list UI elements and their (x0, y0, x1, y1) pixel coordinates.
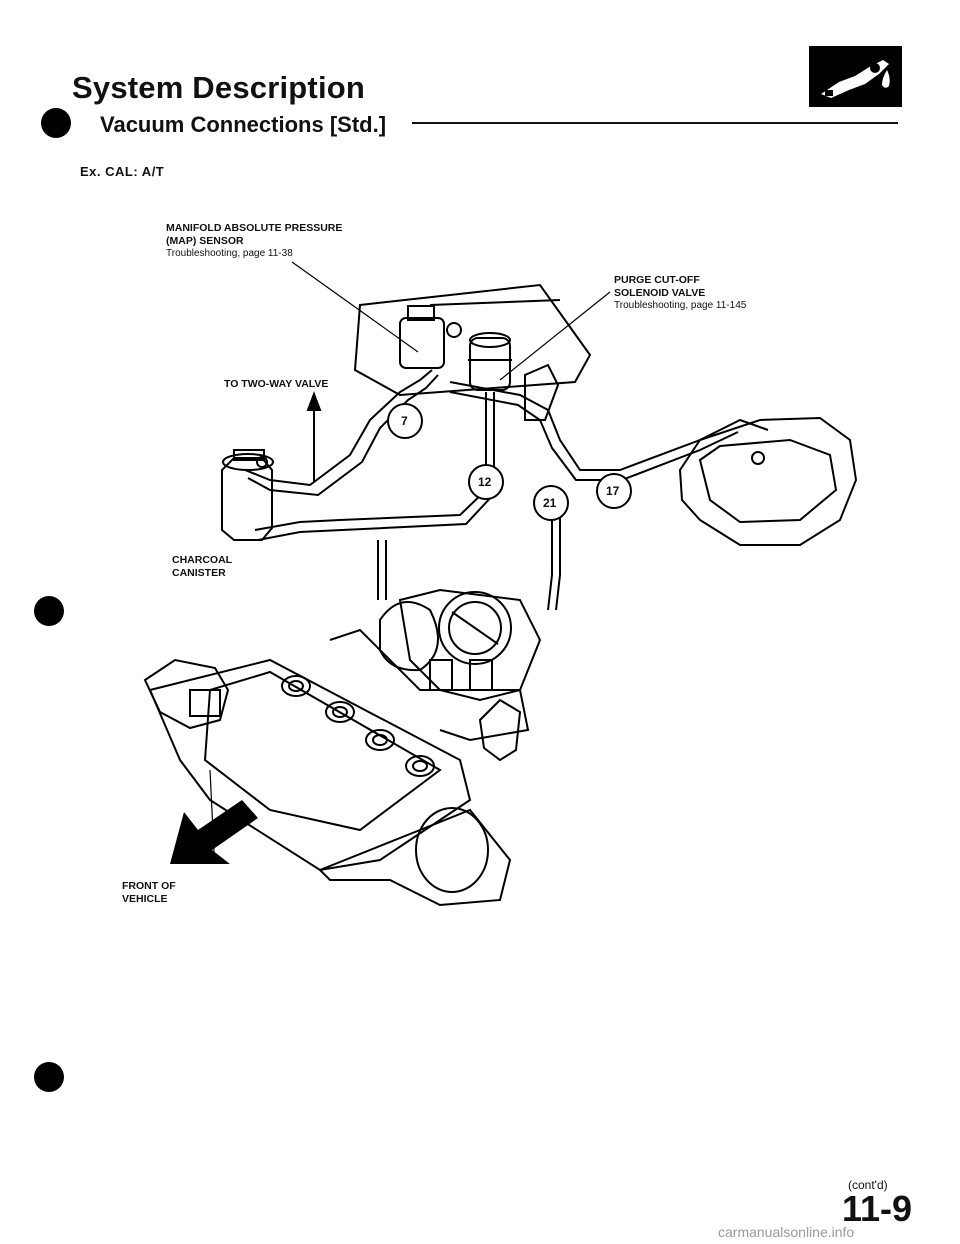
watermark: carmanualsonline.info (718, 1224, 855, 1240)
hose-number-21: 21 (543, 496, 557, 510)
two-way-valve-label: TO TWO-WAY VALVE (224, 378, 329, 390)
header-rule (412, 122, 898, 124)
purge-valve-ref: Troubleshooting, page 11-145 (614, 300, 747, 312)
map-sensor-label: MANIFOLD ABSOLUTE PRESSURE (MAP) SENSOR … (166, 222, 342, 261)
hole-punch-icon (34, 596, 64, 626)
canister-label: CANISTER (172, 567, 226, 580)
page-title: System Description (72, 70, 366, 105)
map-sensor-title: MANIFOLD ABSOLUTE PRESSURE (166, 222, 343, 234)
map-sensor-ref: Troubleshooting, page 11-38 (166, 248, 293, 260)
hose-number-17: 17 (606, 484, 620, 498)
page-number: 11-9 (842, 1188, 913, 1229)
hose-number-7: 7 (401, 414, 408, 428)
map-sensor-title-2: (MAP) SENSOR (166, 235, 244, 248)
variant-label: Ex. CAL: A/T (80, 164, 165, 179)
charcoal-label: CHARCOAL (172, 554, 233, 566)
hose-number-12: 12 (478, 475, 492, 489)
front-arrow-icon (170, 800, 258, 864)
front-of-vehicle-label: FRONT OF VEHICLE (122, 880, 176, 906)
purge-valve-title-2: SOLENOID VALVE (614, 287, 706, 300)
continued-label: (cont'd) (848, 1178, 888, 1192)
charcoal-canister-label: CHARCOAL CANISTER (172, 554, 232, 580)
vehicle-label: VEHICLE (122, 893, 168, 906)
hole-punch-icon (41, 108, 71, 138)
section-subtitle: Vacuum Connections [Std.] (100, 112, 387, 137)
front-label: FRONT OF (122, 880, 176, 892)
hole-punch-icon (34, 1062, 64, 1092)
purge-valve-title: PURGE CUT-OFF (614, 274, 700, 286)
purge-valve-label: PURGE CUT-OFF SOLENOID VALVE Troubleshoo… (614, 274, 746, 313)
section-logo-icon (809, 46, 902, 107)
